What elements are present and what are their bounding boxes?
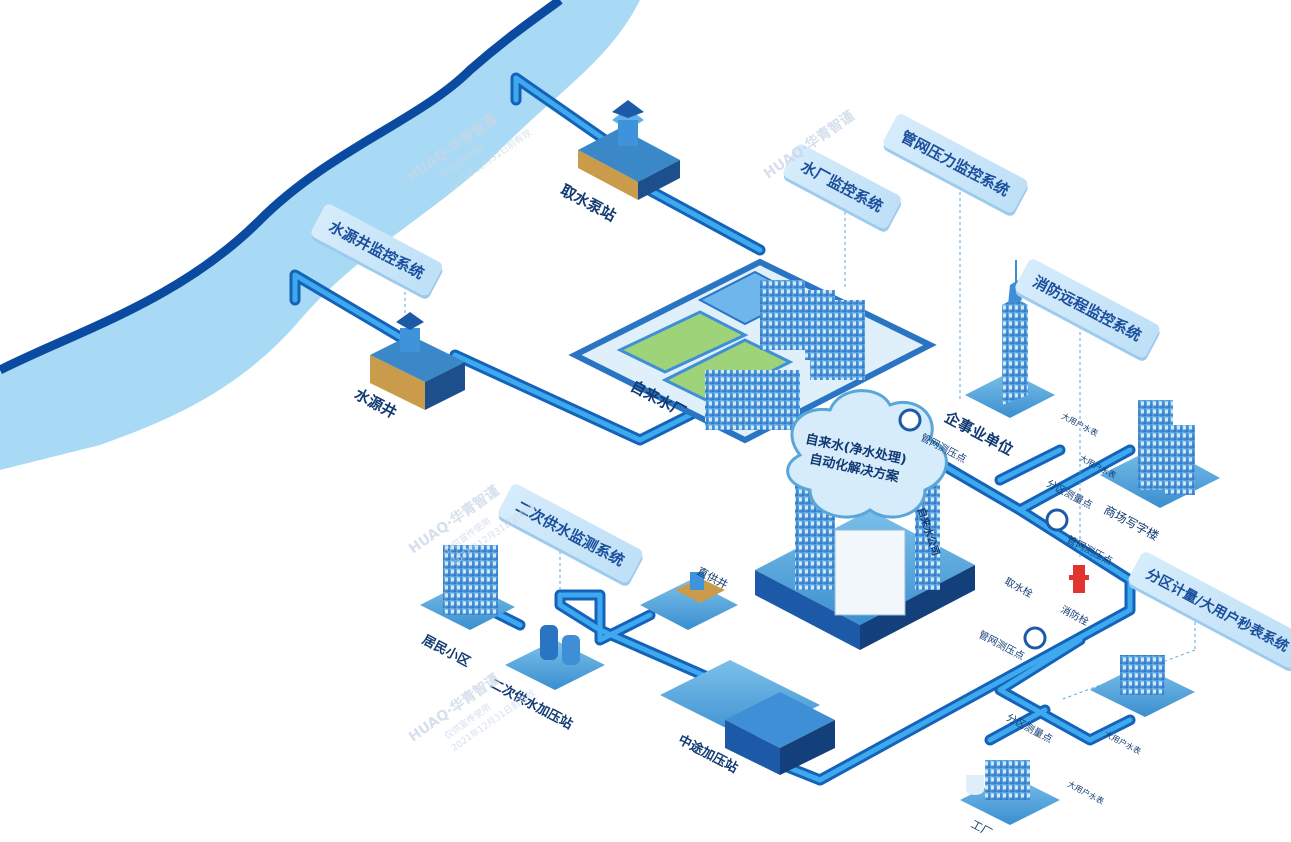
pressure-gauges [898, 408, 1069, 650]
direct-well [640, 572, 738, 630]
booster-station [660, 660, 835, 775]
solution-platform [755, 470, 975, 650]
enterprise-unit [965, 260, 1055, 418]
secondary-pump-station [505, 625, 605, 690]
source-well [370, 312, 465, 410]
factory [960, 760, 1060, 825]
residential [420, 545, 515, 630]
water-plant [568, 258, 937, 444]
zone-meter-building [1090, 655, 1195, 717]
commercial-building [1100, 400, 1220, 508]
intake-pump-station [578, 100, 680, 200]
fire-hydrant [1069, 565, 1089, 593]
